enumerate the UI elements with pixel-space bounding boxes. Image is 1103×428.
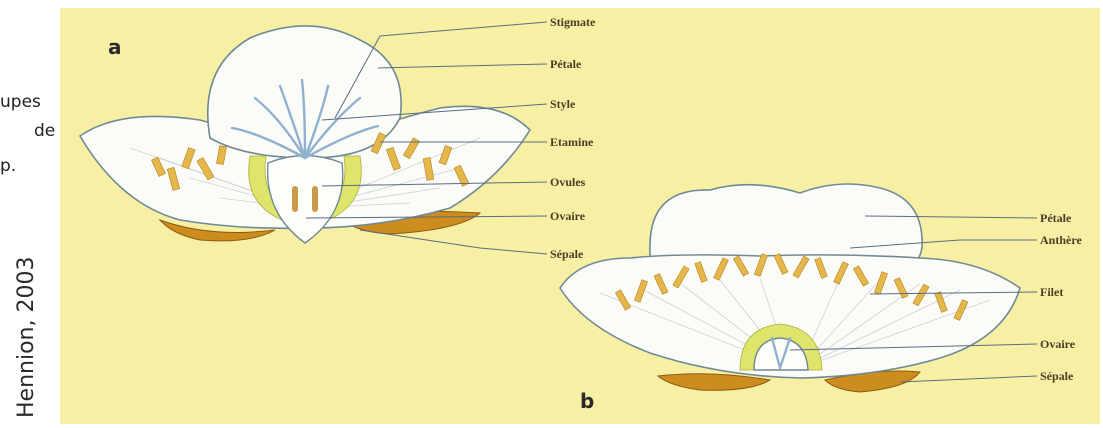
label-b-ovaire: Ovaire (1040, 337, 1076, 351)
flower-a: a Stigmate Pétale Style Etamine Ovules O… (80, 15, 596, 261)
label-a-stigmate: Stigmate (550, 15, 596, 29)
label-a-sepale: Sépale (550, 247, 584, 261)
flower-b: b Pétale Anthère Filet Ovaire Sépale (560, 184, 1082, 413)
figure-credit: Hennion, 2003 (14, 257, 39, 418)
ovary-a (268, 156, 343, 244)
label-a-style: Style (550, 97, 576, 111)
label-b-filet: Filet (1040, 285, 1063, 299)
side-text-line-2: de (34, 121, 55, 141)
figure-panel: a Stigmate Pétale Style Etamine Ovules O… (60, 8, 1100, 424)
flower-section-diagram: a Stigmate Pétale Style Etamine Ovules O… (60, 8, 1100, 424)
side-text-line-3: p. (0, 156, 16, 176)
panel-a-letter: a (108, 35, 122, 59)
ovule-a-left (292, 186, 298, 212)
label-b-petale: Pétale (1040, 211, 1072, 225)
label-b-sepale: Sépale (1040, 369, 1074, 383)
ovule-a-right (312, 186, 318, 212)
side-text-line-1: upes (0, 92, 41, 112)
label-a-etamine: Etamine (550, 135, 594, 149)
label-a-ovaire: Ovaire (550, 209, 586, 223)
label-a-petale: Pétale (550, 57, 582, 71)
sepal-b-left (658, 374, 770, 391)
label-a-ovules: Ovules (550, 175, 586, 189)
label-b-anthere: Anthère (1040, 233, 1082, 247)
panel-b-letter: b (580, 389, 594, 413)
